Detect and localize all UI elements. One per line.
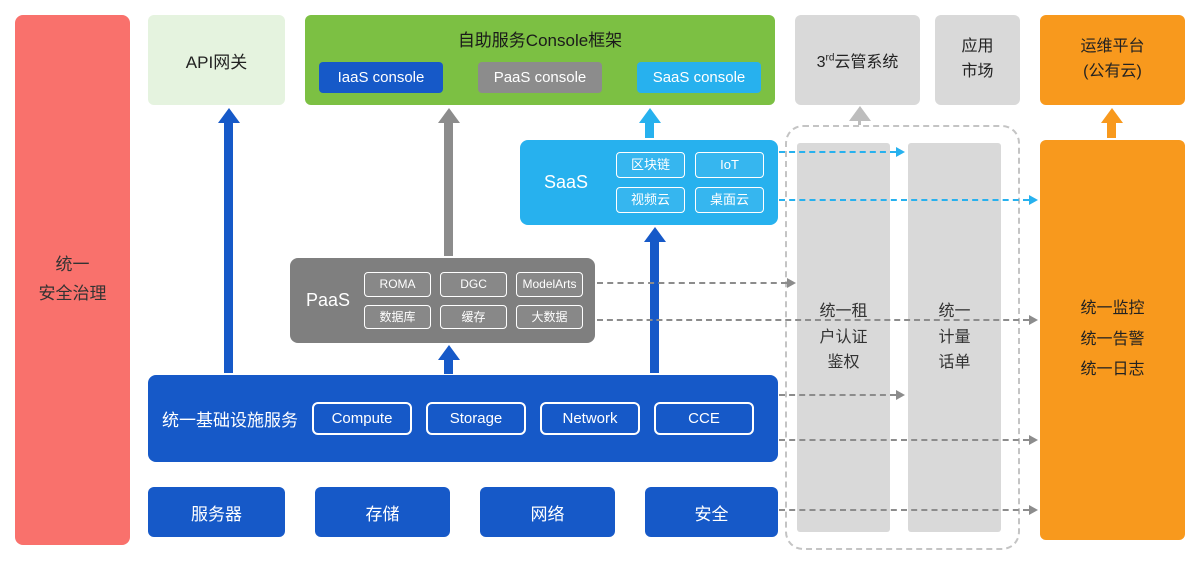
third-party-text: 云管系统 xyxy=(834,54,899,71)
line-iaas-to-billing xyxy=(779,390,905,400)
unified-security-bar: 统一 安全治理 xyxy=(15,15,130,545)
om-platform-box: 运维平台 (公有云) xyxy=(1040,15,1185,105)
saas-item-desktop-cloud: 桌面云 xyxy=(695,187,764,213)
paas-items: ROMA DGC ModelArts 数据库 缓存 大数据 xyxy=(364,272,583,329)
line-paas-to-monitoring xyxy=(597,315,1038,325)
arrow-paas-to-console xyxy=(437,108,460,256)
console-framework-title: 自助服务Console框架 xyxy=(457,31,623,50)
api-gateway-box: API网关 xyxy=(148,15,285,105)
app-market-box: 应用 市场 xyxy=(935,15,1020,105)
arrow-iaas-to-saas xyxy=(643,227,666,373)
third-party-sup: rd xyxy=(825,52,835,64)
arrow-monitor-to-om-platform xyxy=(1100,108,1123,138)
iaas-item-network: Network xyxy=(540,402,640,435)
arrow-saas-to-console xyxy=(638,108,661,138)
third-party-cloud-mgmt-box: 3rd云管系统 xyxy=(795,15,920,105)
saas-item-blockchain: 区块链 xyxy=(616,152,686,178)
saas-layer-box: SaaS 区块链 IoT 视频云 桌面云 xyxy=(520,140,778,225)
saas-items: 区块链 IoT 视频云 桌面云 xyxy=(616,152,764,213)
tenant-services-dashed-container xyxy=(785,125,1020,550)
paas-item-modelarts: ModelArts xyxy=(516,272,583,297)
paas-layer-box: PaaS ROMA DGC ModelArts 数据库 缓存 大数据 xyxy=(290,258,595,343)
third-party-cloud-mgmt-label: 3rd云管系统 xyxy=(817,48,899,72)
unified-billing-pillar: 统一 计量 话单 xyxy=(908,143,1001,532)
arrow-iaas-to-api-gateway xyxy=(217,108,240,373)
paas-label: PaaS xyxy=(306,290,351,310)
console-button-row: IaaS console PaaS console SaaS console xyxy=(319,62,761,93)
paas-item-database: 数据库 xyxy=(364,304,432,329)
paas-item-cache: 缓存 xyxy=(440,304,508,329)
unified-auth-pillar: 统一租 户认证 鉴权 xyxy=(797,143,890,532)
iaas-item-cce: CCE xyxy=(654,402,754,435)
iaas-item-compute: Compute xyxy=(312,402,412,435)
third-party-num: 3 xyxy=(816,54,826,71)
iaas-layer-box: 统一基础设施服务 Compute Storage Network CCE xyxy=(148,375,778,462)
saas-item-iot: IoT xyxy=(695,152,764,178)
iaas-item-storage: Storage xyxy=(426,402,526,435)
saas-label: SaaS xyxy=(544,172,589,192)
line-saas-to-billing xyxy=(779,147,905,157)
iaas-label: 统一基础设施服务 xyxy=(162,411,298,430)
hardware-box-server: 服务器 xyxy=(148,487,285,537)
saas-item-video-cloud: 视频云 xyxy=(616,187,686,213)
unified-monitoring-pillar: 统一监控 统一告警 统一日志 xyxy=(1040,140,1185,540)
iaas-console-button: IaaS console xyxy=(319,62,443,93)
paas-item-bigdata: 大数据 xyxy=(516,304,583,329)
arrow-container-to-third-party xyxy=(848,106,871,129)
console-framework-box: 自助服务Console框架 IaaS console PaaS console … xyxy=(305,15,775,105)
hardware-box-storage: 存储 xyxy=(315,487,450,537)
line-saas-to-monitoring xyxy=(779,195,1038,205)
line-iaas-to-monitoring xyxy=(779,435,1038,445)
line-hardware-to-monitoring xyxy=(779,505,1038,515)
saas-console-button: SaaS console xyxy=(637,62,761,93)
paas-console-button: PaaS console xyxy=(478,62,602,93)
hardware-box-security: 安全 xyxy=(645,487,778,537)
line-paas-to-auth xyxy=(597,278,796,288)
iaas-items: Compute Storage Network CCE xyxy=(312,402,754,435)
hardware-box-network: 网络 xyxy=(480,487,615,537)
arrow-iaas-to-paas xyxy=(437,345,460,374)
paas-item-roma: ROMA xyxy=(364,272,432,297)
paas-item-dgc: DGC xyxy=(440,272,508,297)
